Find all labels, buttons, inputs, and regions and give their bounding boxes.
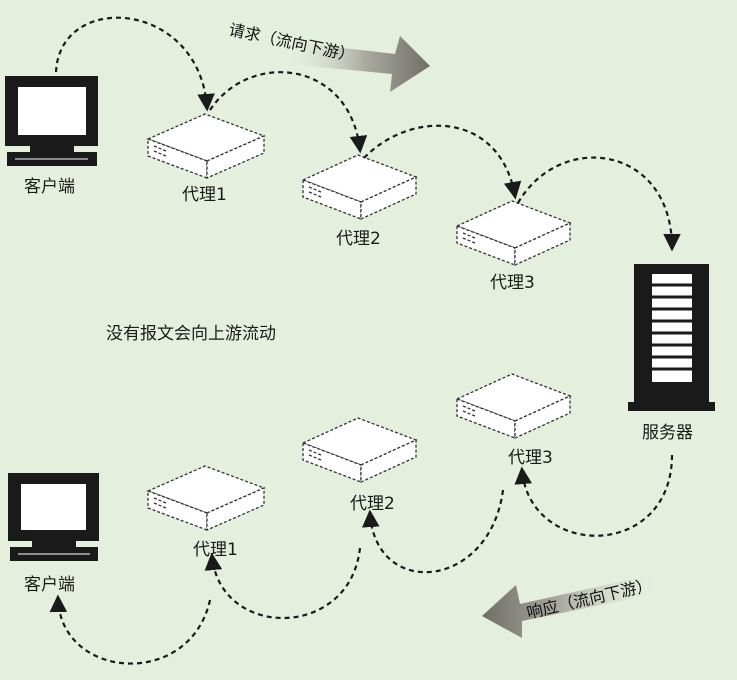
request-path-proxy1-to-proxy2 [209,71,368,154]
client-computer-bottom-icon [8,473,99,561]
client-bottom-label: 客户端 [24,575,75,595]
response-path-server-to-proxy3 [514,454,674,537]
proxy1-top-label: 代理1 [182,185,227,205]
server-label: 服务器 [642,423,693,443]
response-arrow-shape [482,575,655,638]
request-arrow-shape [287,36,430,92]
proxy2-top-box-icon [301,154,418,221]
proxy3-top-box-icon [455,200,572,267]
proxy3-top-label: 代理3 [490,273,535,293]
server-icon [628,264,715,411]
client-top-label: 客户端 [24,177,75,197]
proxy1-bottom-box-icon [146,465,266,531]
middle-note: 没有报文会向上游流动 [106,324,276,344]
request-path-client-to-proxy1 [54,16,215,112]
response-path-proxy1-to-client [49,594,212,665]
proxy2-bottom-label: 代理2 [350,494,395,514]
client-computer-top-icon [5,76,98,166]
proxy3-bottom-box-icon [455,373,572,440]
proxy2-top-label: 代理2 [336,229,381,249]
proxy1-top-box-icon [146,113,266,179]
request-path-proxy3-to-server [517,156,681,252]
response-path-proxy3-to-proxy2 [362,489,505,574]
proxy2-bottom-box-icon [301,417,418,484]
proxy3-bottom-label: 代理3 [508,448,553,468]
proxy1-bottom-label: 代理1 [193,540,238,560]
response-path-proxy2-to-proxy1 [204,547,362,620]
